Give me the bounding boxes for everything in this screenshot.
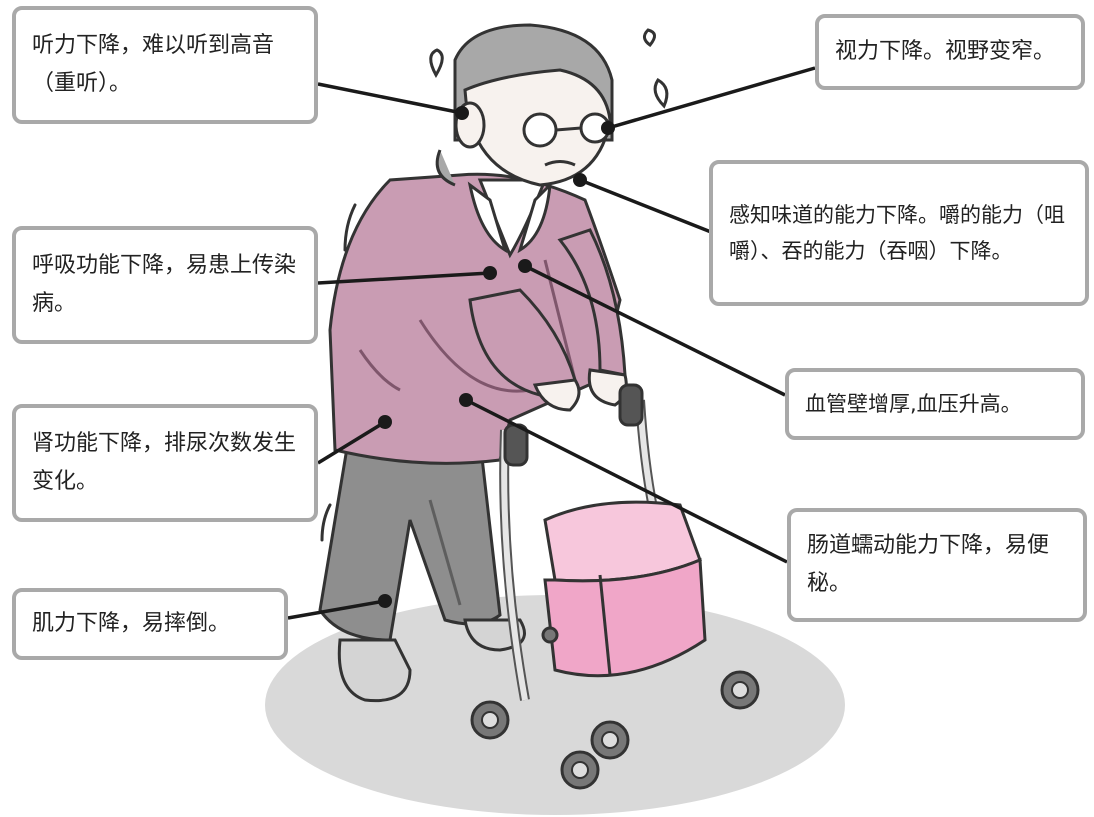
callout-hearing-text: 听力下降，难以听到高音（重听）。 xyxy=(32,33,275,96)
callout-respiratory-text: 呼吸功能下降，易患上传染病。 xyxy=(32,253,297,316)
sweat-drops xyxy=(429,28,669,109)
leader-lines xyxy=(287,66,816,620)
callout-blood-vessel-text: 血管壁增厚,血压升高。 xyxy=(805,392,1022,416)
arms xyxy=(468,228,628,412)
callout-vision: 视力下降。视野变窄。 xyxy=(815,14,1085,90)
head xyxy=(435,23,614,187)
walker-cart xyxy=(470,383,760,790)
callout-hearing: 听力下降，难以听到高音（重听）。 xyxy=(12,6,318,124)
collar xyxy=(467,178,552,259)
shoes xyxy=(337,618,526,703)
callout-muscle: 肌力下降，易摔倒。 xyxy=(12,588,288,660)
callout-kidney: 肾功能下降，排尿次数发生变化。 xyxy=(12,404,318,522)
callout-vision-text: 视力下降。视野变窄。 xyxy=(835,39,1056,64)
callout-intestine-text: 肠道蠕动能力下降，易便秘。 xyxy=(807,533,1050,596)
callout-respiratory: 呼吸功能下降，易患上传染病。 xyxy=(12,226,318,344)
callout-blood-vessel: 血管壁增厚,血压升高。 xyxy=(785,368,1085,440)
callout-intestine: 肠道蠕动能力下降，易便秘。 xyxy=(787,508,1087,622)
ground-shadow xyxy=(265,595,845,815)
callout-taste: 感知味道的能力下降。嚼的能力（咀嚼）、吞的能力（吞咽）下降。 xyxy=(709,160,1089,306)
leader-dots xyxy=(378,106,615,608)
callout-muscle-text: 肌力下降，易摔倒。 xyxy=(32,611,231,636)
callout-taste-text: 感知味道的能力下降。嚼的能力（咀嚼）、吞的能力（吞咽）下降。 xyxy=(729,203,1065,263)
callout-kidney-text: 肾功能下降，排尿次数发生变化。 xyxy=(32,431,297,494)
